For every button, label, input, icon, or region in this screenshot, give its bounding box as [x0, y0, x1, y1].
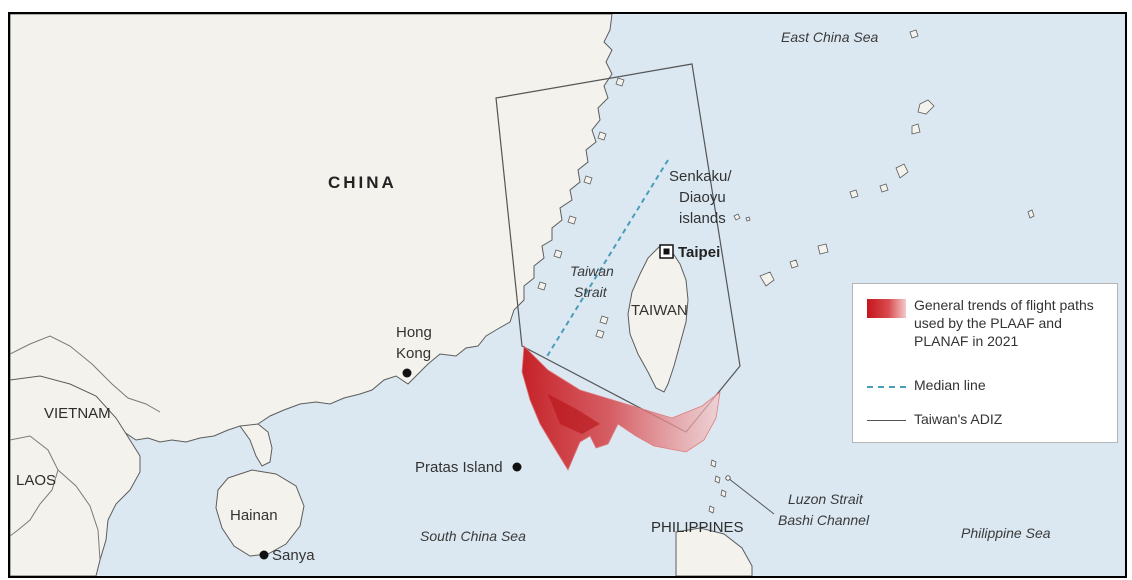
luzon-strait-leader-end [725, 475, 731, 481]
map-legend: General trends of flight paths used by t… [852, 283, 1118, 443]
taiwan-island [627, 245, 689, 393]
flight-path-branch [548, 394, 600, 434]
sanya-marker [259, 550, 269, 560]
label-hainan: Hainan [230, 507, 278, 524]
label-taipei: Taipei [678, 244, 720, 261]
taipei-marker-inner [663, 248, 670, 255]
median-line [545, 159, 669, 359]
label-hong-kong-1: Hong [396, 324, 432, 341]
border-laos [10, 435, 59, 537]
border-china-vietnam [10, 335, 161, 413]
legend-adiz-swatch [867, 420, 906, 421]
luzon-strait-leader [727, 477, 775, 515]
label-senkaku-2: Diaoyu [679, 189, 726, 206]
border-laos-vietnam [57, 469, 101, 561]
hainan-island [215, 469, 305, 557]
label-philippines: PHILIPPINES [651, 519, 744, 536]
label-taiwan-strait-1: Taiwan [570, 263, 614, 279]
mainland-china-landmass [10, 14, 613, 443]
label-south-china-sea: South China Sea [420, 528, 526, 544]
penghu-islands [595, 315, 609, 339]
label-senkaku-3: islands [679, 210, 726, 227]
label-taiwan: TAIWAN [631, 302, 688, 319]
label-pratas-island: Pratas Island [415, 459, 503, 476]
senkaku-islands [733, 213, 751, 222]
flight-path-trends [521, 345, 721, 471]
label-luzon-strait: Luzon Strait [788, 491, 864, 507]
china-coastal-islands [537, 77, 625, 291]
pratas-island-marker [512, 462, 522, 472]
legend-flight-paths-label: General trends of flight paths used by t… [914, 297, 1094, 349]
label-philippine-sea: Philippine Sea [961, 525, 1051, 541]
legend-median-line-swatch [867, 386, 906, 388]
label-taiwan-strait-2: Strait [574, 284, 608, 300]
luzon-strait-islands [708, 459, 727, 514]
label-sanya: Sanya [272, 547, 315, 564]
label-senkaku-1: Senkaku/ [669, 168, 732, 185]
label-east-china-sea: East China Sea [781, 29, 878, 45]
luzon-island [675, 527, 753, 576]
legend-adiz-label: Taiwan's ADIZ [914, 411, 1003, 427]
label-laos: LAOS [16, 472, 56, 489]
vietnam-landmass [10, 375, 141, 576]
label-hong-kong-2: Kong [396, 345, 431, 362]
map-frame [8, 12, 1127, 578]
ryukyu-islands [759, 29, 1035, 287]
legend-flight-paths-swatch [867, 299, 906, 318]
leizhou-peninsula [239, 423, 273, 467]
legend-median-line-label: Median line [914, 377, 986, 393]
hong-kong-marker [402, 368, 412, 378]
label-china: CHINA [328, 173, 397, 192]
label-bashi-channel: Bashi Channel [778, 512, 870, 528]
label-vietnam: VIETNAM [44, 405, 111, 422]
